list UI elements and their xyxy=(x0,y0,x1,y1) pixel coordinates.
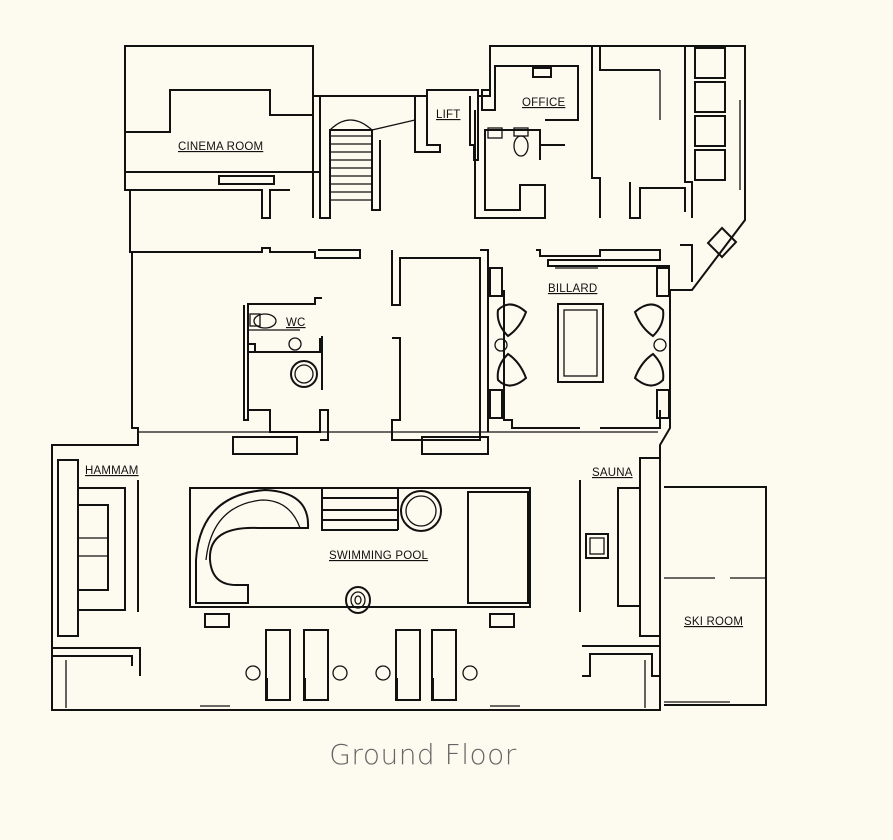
label-sauna: SAUNA xyxy=(592,467,633,479)
sauna xyxy=(579,457,661,708)
central-corridor xyxy=(132,247,489,441)
exterior-walls xyxy=(51,45,746,711)
label-hammam: HAMMAM xyxy=(85,465,139,477)
room-labels: CINEMA ROOM LIFT OFFICE BILLARD WC HAMMA… xyxy=(85,97,743,628)
label-cinema-room: CINEMA ROOM xyxy=(178,141,263,153)
pool-loungers xyxy=(200,629,520,707)
label-ski-room: SKI ROOM xyxy=(684,616,743,628)
label-office: OFFICE xyxy=(522,97,565,109)
wc xyxy=(243,297,329,441)
cinema-room xyxy=(125,89,321,219)
staircase xyxy=(319,96,441,219)
label-swimming-pool: SWIMMING POOL xyxy=(329,550,428,562)
label-lift: LIFT xyxy=(436,109,460,121)
hammam xyxy=(52,459,141,708)
label-billard: BILLARD xyxy=(548,283,597,295)
office xyxy=(474,46,741,219)
ski-room xyxy=(664,486,767,706)
swimming-pool xyxy=(189,487,531,628)
pool-hall-partition xyxy=(232,436,489,455)
right-storage-bays xyxy=(680,47,738,282)
lift-shaft xyxy=(426,96,479,161)
label-wc: WC xyxy=(286,317,306,329)
floor-caption: Ground Floor xyxy=(329,738,517,771)
billard-room xyxy=(489,249,670,429)
